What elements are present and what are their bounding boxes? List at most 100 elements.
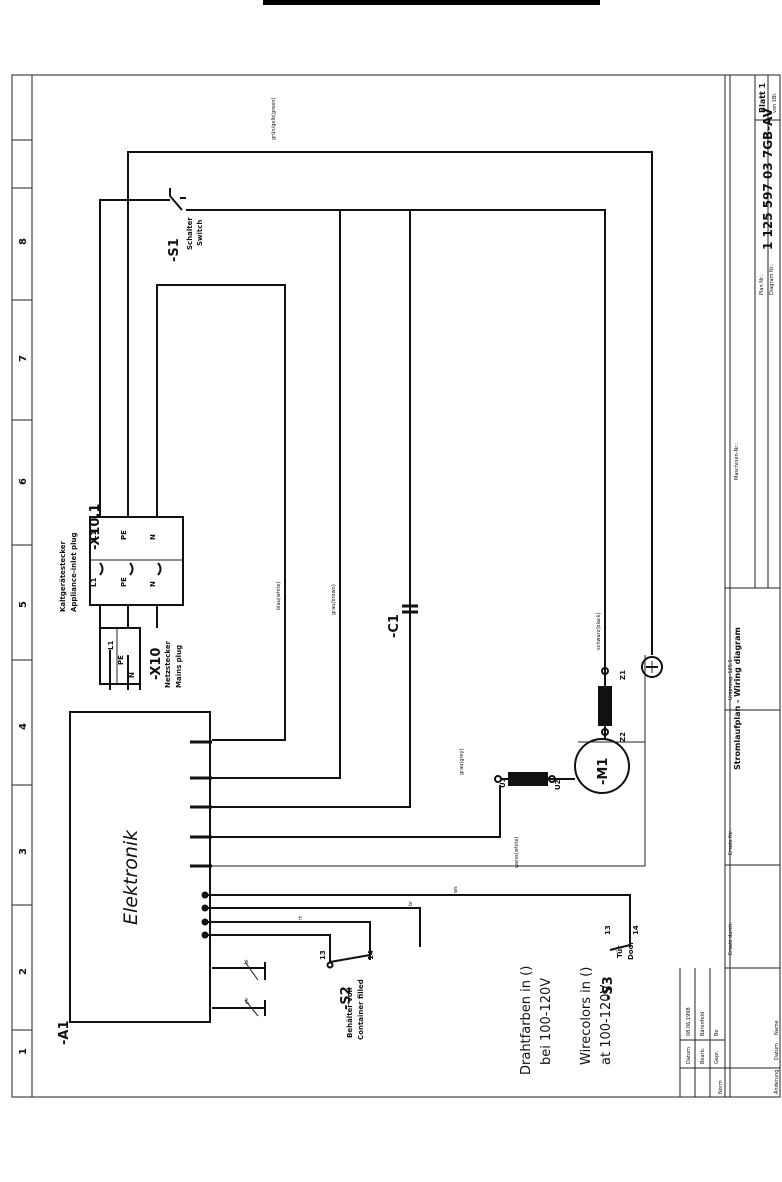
svg-text:PE: PE	[120, 577, 128, 587]
column-label: 4	[18, 723, 29, 730]
column-label: 3	[18, 848, 29, 855]
wire-label-green-yellow: grün/gelb(green)	[271, 98, 277, 140]
svg-text:14: 14	[367, 950, 375, 960]
tb-datum-label: Datum	[686, 1047, 692, 1064]
svg-text:13: 13	[604, 925, 612, 935]
tb-bearb-value: Bärenfeld	[700, 1012, 706, 1036]
tb-norm-label: Norm	[718, 1080, 724, 1094]
tb-sheet: Blatt 1	[758, 82, 767, 113]
column-label: 5	[18, 601, 29, 608]
s3-name-en: Door	[627, 941, 635, 960]
wire-color-notes: Drahtfarben in () bei 100-120V Wirecolor…	[519, 966, 614, 1075]
svg-text:L1: L1	[90, 531, 98, 540]
tb-datum-value: 08.06.1998	[686, 1007, 692, 1036]
a1-ref: -A1	[57, 1020, 72, 1045]
wire-label-grey-brown: grau(brown)	[331, 584, 337, 615]
wire-label-ws: ws	[453, 886, 459, 893]
note-en-line1: Wirecolors in ()	[579, 967, 594, 1065]
svg-text:PE: PE	[117, 655, 125, 665]
capacitor-c1: -C1	[387, 604, 418, 638]
drawing-frame: 1 2 3 4 5 6 7 8	[11, 74, 781, 1098]
svg-text:Z2: Z2	[619, 732, 627, 742]
s1-name-en: Switch	[196, 220, 204, 246]
winding-u	[508, 772, 548, 786]
svg-text:N: N	[149, 581, 157, 587]
x10-name-en: Mains plug	[175, 645, 183, 688]
x10-1-name-en: Appliance-inlet plug	[70, 533, 78, 612]
tb-of: von 1Bl.	[772, 92, 778, 113]
svg-text:PE: PE	[120, 530, 128, 540]
wire-label-black: schwarz(black)	[596, 612, 602, 650]
mains-plug-x10: L1 PE N -X10 Netzstecker Mains plug	[99, 627, 183, 690]
x10-box	[99, 627, 141, 685]
wire-label-br: br	[408, 900, 414, 906]
tb-plan-label: Plan Nr.:	[759, 274, 765, 295]
svg-text:13: 13	[319, 950, 327, 960]
tb-ersatz-fuer: Ersatz für:	[728, 829, 734, 855]
motor-circle	[574, 738, 630, 794]
tb-diagram-label: Diagram Nr.:	[769, 263, 775, 295]
note-de-line2: bei 100-120V	[539, 978, 554, 1065]
title-block: Stromlaufplan - Wiring diagram Maschinen…	[679, 75, 780, 1097]
tb-gepr-label: Gepr.	[714, 1050, 720, 1064]
winding-z	[598, 686, 612, 726]
x10-name-de: Netzstecker	[164, 640, 172, 688]
tb-datum2-label: Datum	[774, 1043, 780, 1060]
s1-ref: -S1	[167, 238, 182, 262]
column-label: 8	[18, 238, 29, 245]
svg-text:L1: L1	[107, 641, 115, 650]
wire-label-white: weiss(white)	[514, 837, 520, 868]
wire-label-rt: rt	[298, 916, 304, 920]
column-label: 2	[18, 968, 29, 975]
switch-s2: 13 14 -S2 Behälter voll Container filled	[319, 950, 375, 1040]
tb-diagram-no: 1 125 597 03 7GB-AV	[761, 107, 775, 250]
tb-aenderung-label: Änderung	[773, 1070, 780, 1094]
svg-text:U2: U2	[554, 779, 562, 790]
electronics-a1: Elektronik -A1	[57, 711, 266, 1045]
appliance-inlet-x10-1: L1 PE N L1 PE N -X10.1 Kaltgerätestecker…	[59, 504, 184, 612]
s2-ref: -S2	[339, 986, 354, 1010]
wire-label-grey: grau(grey)	[459, 748, 465, 775]
tb-ursprung: Ursprung: 125.1	[728, 659, 734, 700]
svg-text:N: N	[149, 534, 157, 540]
s3-name-de: Tür	[616, 945, 624, 958]
switch-s1: -S1 Schalter Switch	[167, 188, 204, 262]
s2-name-en: Container filled	[357, 979, 365, 1040]
x10-1-name-de: Kaltgerätestecker	[59, 540, 67, 612]
svg-text:N: N	[128, 672, 136, 678]
svg-text:L1: L1	[90, 578, 98, 587]
wire-label-blue: blau(white)	[276, 582, 282, 610]
x10-ref: -X10	[149, 648, 164, 680]
m1-ref: -M1	[596, 758, 611, 785]
s2-name-de: Behälter voll	[346, 988, 354, 1038]
wiring	[99, 151, 653, 950]
tb-machine-label: Maschinen-Nr.:	[734, 443, 740, 480]
svg-text:14: 14	[632, 925, 640, 935]
svg-text:U1: U1	[499, 777, 507, 788]
note-en-line2: at 100-120V	[599, 984, 614, 1065]
tb-name-label: Name	[774, 1020, 780, 1035]
earth-symbol	[641, 656, 663, 678]
motor-m1: -M1 U1 U2 Z1 Z2	[494, 667, 645, 794]
c1-ref: -C1	[387, 614, 402, 638]
tb-title: Stromlaufplan - Wiring diagram	[733, 627, 742, 770]
tb-ersatz-durch: Ersatz durch:	[728, 922, 734, 955]
column-label: 1	[18, 1048, 29, 1055]
column-label: 7	[18, 355, 29, 362]
earth-circle-icon	[641, 656, 663, 678]
note-de-line1: Drahtfarben in ()	[519, 966, 534, 1075]
svg-text:Z1: Z1	[619, 670, 627, 680]
tb-gepr-value: Be	[714, 1029, 720, 1036]
tb-bearb-label: Bearb.	[700, 1047, 706, 1064]
electronics-label: Elektronik	[120, 829, 142, 925]
column-label: 6	[18, 478, 29, 485]
x10-1-box	[89, 516, 184, 606]
switch-s3: 13 14 -S3 Tür Door	[419, 925, 640, 1000]
wire-label-bl: bl	[244, 959, 250, 964]
s3-ref: -S3	[601, 976, 616, 1000]
frame-border	[11, 74, 781, 1098]
top-border-bar	[263, 0, 600, 5]
s1-name-de: Schalter	[186, 217, 194, 250]
wire-label-ye: ye	[244, 998, 250, 1004]
